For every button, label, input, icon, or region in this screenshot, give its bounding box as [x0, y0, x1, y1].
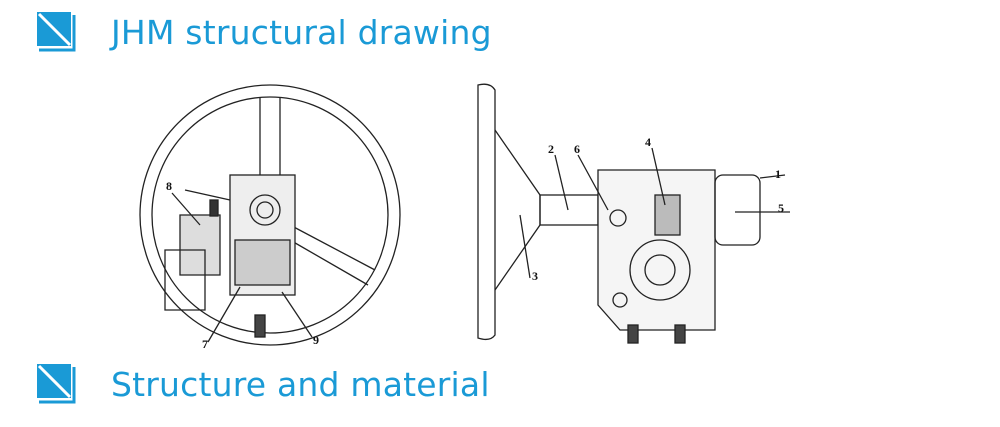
part-label-5: 5: [778, 201, 784, 215]
section-title: JHM structural drawing: [111, 12, 492, 52]
section-heading-structure-material: Structure and material: [37, 364, 490, 404]
part-label-2: 2: [548, 142, 554, 156]
section-heading-structural-drawing: JHM structural drawing: [37, 12, 492, 52]
part-label-6: 6: [574, 142, 580, 156]
gearbox-side-view: [477, 83, 790, 344]
part-label-4: 4: [645, 135, 651, 149]
section-marker-icon: [37, 364, 76, 404]
section-marker-icon: [37, 12, 76, 52]
part-label-3: 3: [532, 269, 538, 283]
part-label-8: 8: [166, 179, 172, 193]
part-label-7: 7: [202, 337, 208, 351]
part-label-9: 9: [313, 333, 319, 347]
section-title: Structure and material: [111, 364, 490, 404]
handwheel-front-view: [139, 84, 401, 346]
part-label-1: 1: [775, 167, 781, 181]
